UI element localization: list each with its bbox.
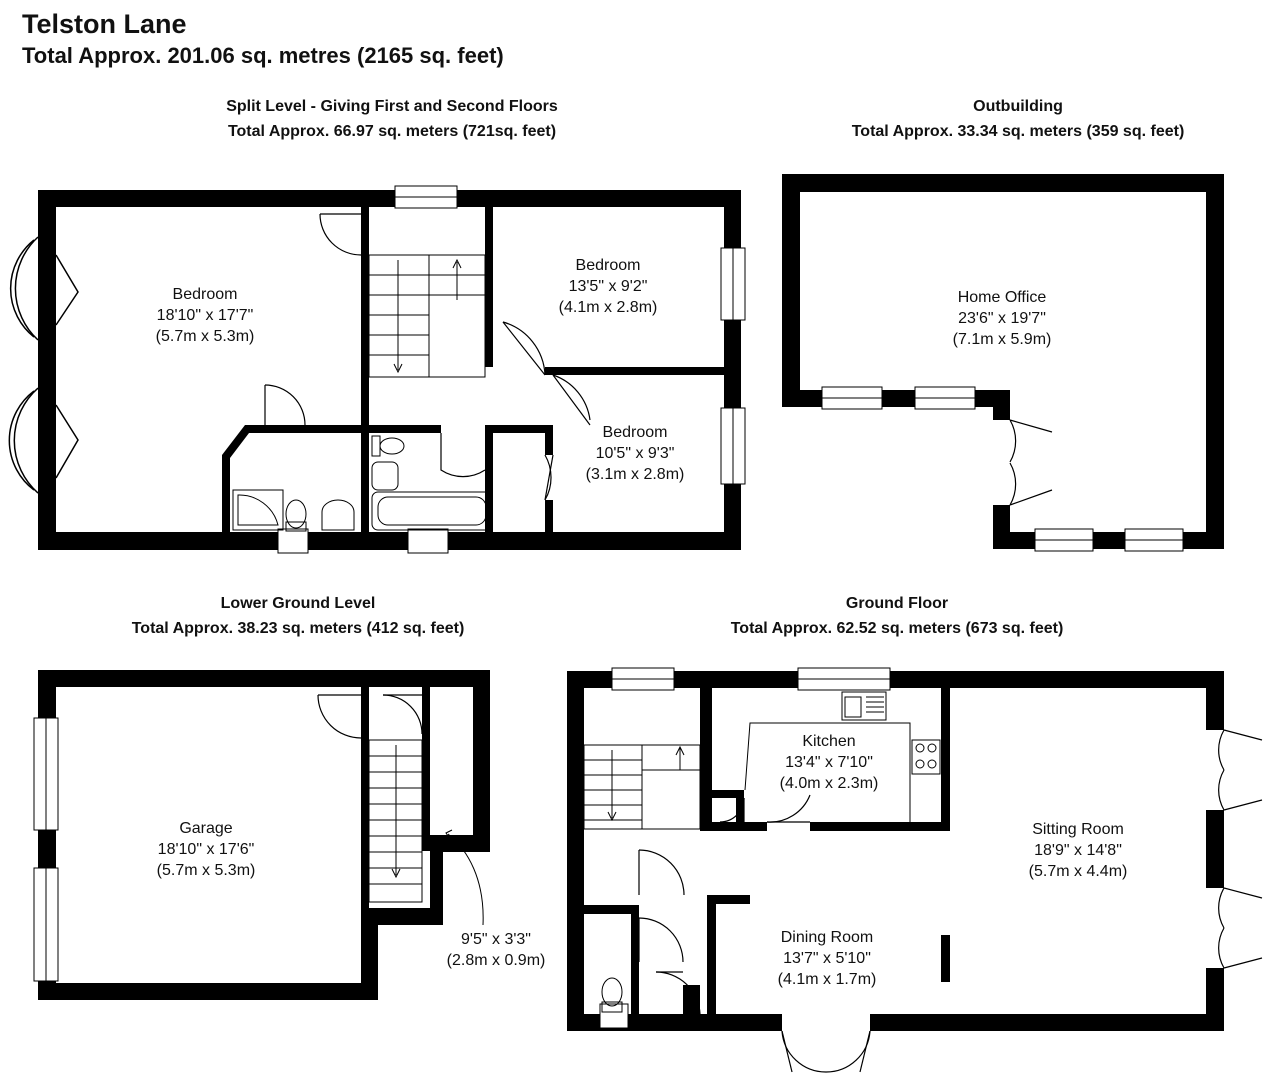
section-area: Total Approx. 33.34 sq. meters (359 sq. … — [851, 123, 1185, 140]
bay-windows — [8, 236, 79, 494]
plan-title: Telston Lane — [22, 9, 187, 39]
room-label-sitting-room: Sitting Room 18'9" x 14'8" (5.7m x 4.4m) — [1029, 819, 1128, 882]
room-dimensions-metric: (3.1m x 2.8m) — [585, 466, 685, 483]
room-label-kitchen: Kitchen 13'4" x 7'10" (4.0m x 2.3m) — [780, 731, 879, 794]
room-name: Bedroom — [575, 257, 641, 274]
room-dimensions-imperial: 18'10" x 17'6" — [157, 841, 255, 858]
staircase — [583, 744, 701, 830]
section-name: Lower Ground Level — [220, 595, 376, 612]
room-dimensions-metric: (4.1m x 2.8m) — [558, 299, 658, 316]
windows — [277, 185, 746, 554]
store-pointer — [445, 829, 484, 926]
staircase — [368, 739, 423, 903]
lower-ground-plan — [33, 670, 490, 1000]
doors — [638, 729, 1263, 1073]
section-heading-outbuilding: Outbuilding Total Approx. 33.34 sq. mete… — [852, 94, 1185, 144]
french-doors — [1009, 419, 1053, 506]
room-name: Sitting Room — [1032, 821, 1124, 838]
interior-walls — [584, 688, 950, 1015]
first-floor-plan — [8, 185, 746, 554]
total-area: Total Approx. 201.06 sq. metres (2165 sq… — [22, 43, 504, 68]
room-label-home-office: Home Office 23'6" x 19'7" (7.1m x 5.9m) — [953, 287, 1052, 350]
windows — [599, 667, 891, 1029]
room-dimensions-imperial: 13'4" x 7'10" — [785, 754, 873, 771]
section-area: Total Approx. 62.52 sq. meters (673 sq. … — [730, 620, 1064, 637]
room-dimensions-metric: (5.7m x 5.3m) — [156, 862, 256, 879]
room-dimensions-imperial: 23'6" x 19'7" — [958, 310, 1046, 327]
room-label-bedroom: Bedroom 13'5" x 9'2" (4.1m x 2.8m) — [559, 255, 658, 318]
kitchen-fittings — [744, 691, 941, 822]
room-dimensions-metric: (7.1m x 5.9m) — [952, 331, 1052, 348]
section-heading-first: Split Level - Giving First and Second Fl… — [226, 94, 558, 144]
room-name: Kitchen — [802, 733, 856, 750]
room-name: Dining Room — [780, 929, 874, 946]
staircase — [368, 254, 486, 378]
room-dimensions-metric: (5.7m x 5.3m) — [155, 328, 255, 345]
room-dimensions-imperial: 9'5" x 3'3" — [461, 931, 531, 948]
room-label-bedroom: Bedroom 18'10" x 17'7" (5.7m x 5.3m) — [156, 284, 255, 347]
room-name: Garage — [179, 820, 233, 837]
section-name: Split Level - Giving First and Second Fl… — [226, 98, 558, 115]
room-label-bedroom: Bedroom 10'5" x 9'3" (3.1m x 2.8m) — [586, 422, 685, 485]
room-dimensions-imperial: 10'5" x 9'3" — [595, 445, 675, 462]
section-name: Outbuilding — [973, 98, 1063, 115]
wc-fixture — [601, 977, 623, 1013]
section-heading-ground: Ground Floor Total Approx. 62.52 sq. met… — [731, 591, 1064, 641]
room-dimensions-metric: (4.1m x 1.7m) — [777, 971, 877, 988]
bathroom-fixtures — [232, 435, 493, 532]
room-name: Home Office — [957, 289, 1047, 306]
interior-walls — [222, 207, 724, 532]
room-dimensions-imperial: 18'10" x 17'7" — [156, 307, 254, 324]
room-dimensions-imperial: 13'5" x 9'2" — [568, 278, 648, 295]
room-dimensions-metric: (4.0m x 2.3m) — [779, 775, 879, 792]
doors — [317, 694, 423, 739]
section-heading-lower: Lower Ground Level Total Approx. 38.23 s… — [132, 591, 465, 641]
section-area: Total Approx. 38.23 sq. meters (412 sq. … — [131, 620, 465, 637]
room-dimensions-metric: (2.8m x 0.9m) — [446, 952, 546, 969]
exterior-walls — [782, 174, 1224, 549]
room-label-dining-room: Dining Room 13'7" x 5'10" (4.1m x 1.7m) — [778, 927, 877, 990]
room-label-garage: Garage 18'10" x 17'6" (5.7m x 5.3m) — [157, 818, 256, 881]
section-area: Total Approx. 66.97 sq. meters (721sq. f… — [227, 123, 557, 140]
windows — [33, 717, 59, 982]
outbuilding-plan — [782, 174, 1224, 552]
ground-floor-plan — [567, 667, 1263, 1073]
doors — [264, 213, 591, 501]
interior-walls — [361, 687, 430, 908]
room-name: Bedroom — [172, 286, 238, 303]
room-dimensions-imperial: 13'7" x 5'10" — [783, 950, 871, 967]
room-dimensions-imperial: 18'9" x 14'8" — [1034, 842, 1122, 859]
room-label-store: 9'5" x 3'3" (2.8m x 0.9m) — [447, 929, 546, 971]
room-dimensions-metric: (5.7m x 4.4m) — [1028, 863, 1128, 880]
room-name: Bedroom — [602, 424, 668, 441]
section-name: Ground Floor — [845, 595, 949, 612]
windows — [821, 386, 1184, 552]
